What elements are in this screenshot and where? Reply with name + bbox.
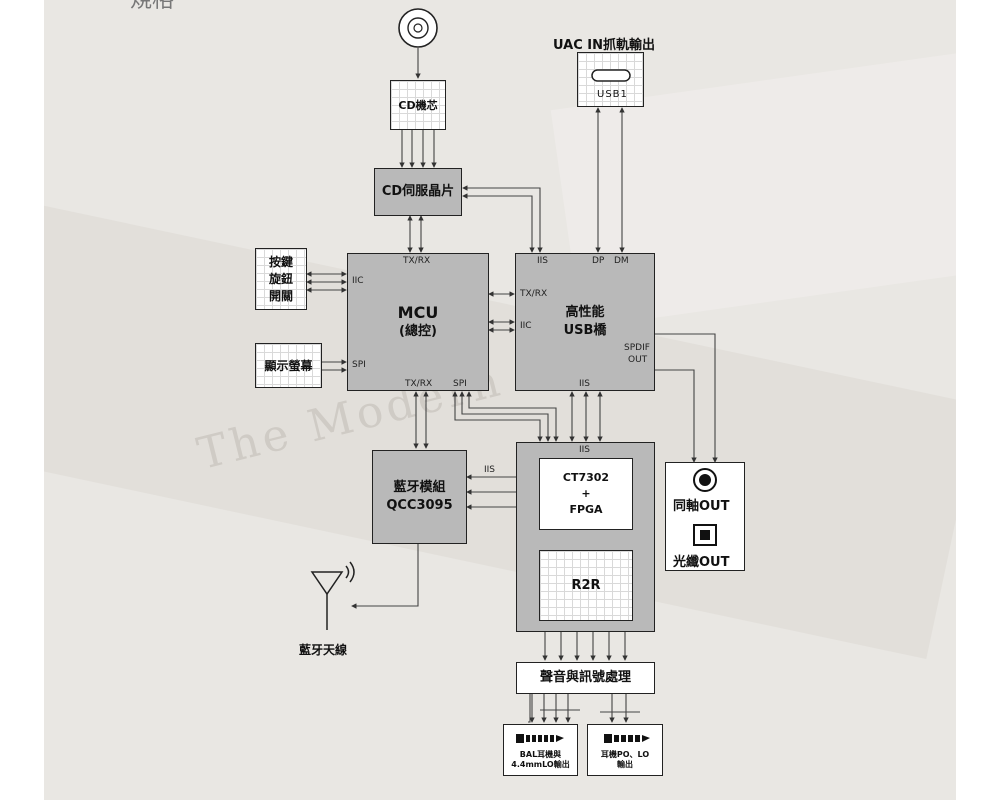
keys-label-3: 開關 [268,288,293,303]
mcu-spi: SPI [352,360,366,370]
bluetooth-module-box: 藍牙模組 QCC3095 [372,450,467,544]
ct7302-line1: CT7302 [562,471,610,484]
bluetooth-line1: 藍牙模組 [393,480,446,495]
cd-core-box: CD機芯 [390,80,446,130]
mcu-spi-bottom: SPI [453,379,467,389]
dac-iis-top: IIS [579,445,591,455]
usb-txrx: TX/RX [520,289,548,299]
usb-iis-top: IIS [537,256,549,266]
cd-disc-icon [398,8,438,48]
mcu-txrx-bottom: TX/RX [405,379,433,389]
uac-label: UAC IN抓軌輸出 [553,38,656,53]
mcu-title: MCU [397,303,439,322]
usb-spdif-2: OUT [628,355,648,365]
optical-jack-icon [693,524,717,546]
keys-label-1: 按鍵 [268,254,293,269]
coax-out-label: 同軸OUT [673,499,730,514]
optical-out-label: 光纖OUT [673,555,730,570]
usb-iic: IIC [520,321,532,331]
bal-output-line2: 4.4mmLO輸出 [511,760,570,769]
po-output-box [587,724,663,776]
display-box: 顯示螢幕 [255,343,322,388]
po-output-text: 耳機PO、LO 輸出 [587,750,663,770]
po-output-line1: 耳機PO、LO [600,750,650,759]
usb-bridge-title1: 高性能 [565,305,605,320]
bal-plug-icon [516,734,564,743]
bt-iis: IIS [484,465,496,475]
ct7302-line2: + [581,487,591,500]
mcu-box: MCU (總控) [347,253,489,391]
usb-spdif-1: SPDIF [624,343,650,353]
po-plug-icon [604,734,650,743]
r2r-box: R2R [539,550,633,621]
usb-bridge-title2: USB橋 [563,323,607,338]
bal-output-line1: BAL耳機與 [519,750,562,759]
usb-c-port-icon [591,69,631,82]
header-fragment: 規格 [130,0,175,13]
bal-output-text: BAL耳機與 4.4mmLO輸出 [503,750,578,770]
mcu-iic: IIC [352,276,364,286]
ct7302-fpga-box: CT7302 + FPGA [539,458,633,530]
po-output-line2: 輸出 [617,760,633,769]
antenna-icon [310,561,355,630]
usb-port-label: USB1 [597,89,628,100]
usb-dp: DP [592,256,605,266]
cd-servo-box: CD伺服晶片 [374,168,462,216]
mcu-txrx-top: TX/RX [403,256,431,266]
usb-iis-bottom: IIS [579,379,591,389]
antenna-label: 藍牙天線 [299,643,348,657]
bal-output-box [503,724,578,776]
usb-bridge-box: 高性能 USB橋 [515,253,655,391]
keys-box: 按鍵 旋鈕 開關 [255,248,307,310]
keys-label-2: 旋鈕 [268,271,293,286]
audio-processing-box: 聲音與訊號處理 [516,662,655,694]
ct7302-line3: FPGA [569,503,603,516]
coax-jack-icon [693,468,717,492]
mcu-subtitle: (總控) [399,324,437,339]
bluetooth-line2: QCC3095 [386,498,453,513]
usb-dm: DM [614,256,629,266]
